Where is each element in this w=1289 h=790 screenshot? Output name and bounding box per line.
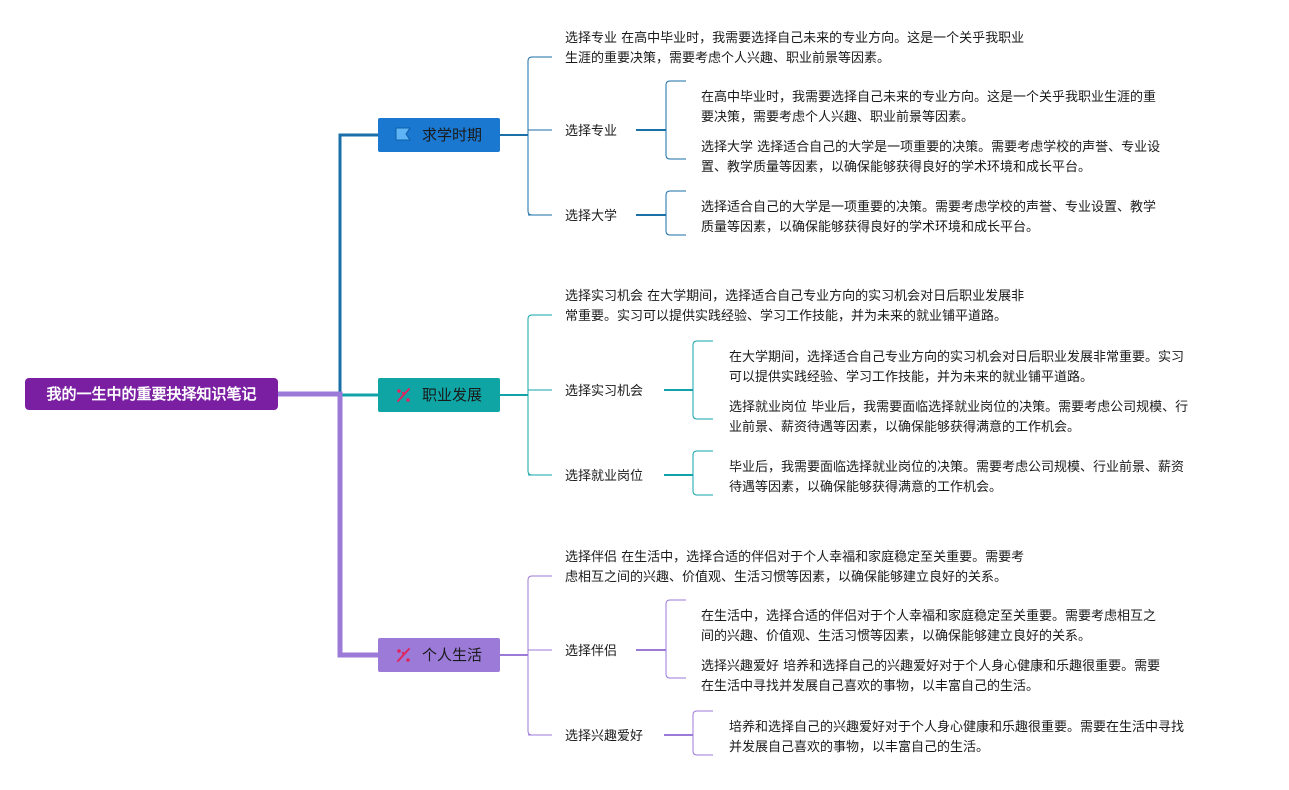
branch-node-1[interactable]: 职业发展 bbox=[378, 378, 500, 412]
child-node-label[interactable]: 选择伴侣 bbox=[565, 644, 617, 659]
summary-text: 常重要。实习可以提供实践经验、学习工作技能，并为未来的就业铺平道路。 bbox=[565, 308, 1007, 324]
note-text: 业前景、薪资待遇等因素，以确保能够获得满意的工作机会。 bbox=[729, 419, 1080, 435]
note-text: 在高中毕业时，我需要选择自己未来的专业方向。这是一个关乎我职业生涯的重 bbox=[701, 89, 1156, 105]
branch-bracket bbox=[527, 314, 552, 476]
note-bracket bbox=[692, 340, 713, 420]
note-text: 在生活中寻找并发展自己喜欢的事物，以丰富自己的生活。 bbox=[701, 678, 1039, 694]
branch-label: 求学时期 bbox=[422, 126, 482, 144]
summary-text: 选择专业 在高中毕业时，我需要选择自己未来的专业方向。这是一个关乎我职业 bbox=[565, 30, 1024, 46]
note-text: 毕业后，我需要面临选择就业岗位的决策。需要考虑公司规模、行业前景、薪资 bbox=[729, 459, 1184, 475]
note-text: 待遇等因素，以确保能够获得满意的工作机会。 bbox=[729, 479, 1002, 495]
note-text: 选择适合自己的大学是一项重要的决策。需要考虑学校的声誉、专业设置、教学 bbox=[701, 199, 1156, 215]
note-text: 在生活中，选择合适的伴侣对于个人幸福和家庭稳定至关重要。需要考虑相互之 bbox=[701, 608, 1156, 624]
note-text: 选择大学 选择适合自己的大学是一项重要的决策。需要考虑学校的声誉、专业设 bbox=[701, 139, 1160, 155]
branch-label: 职业发展 bbox=[422, 386, 482, 404]
note-text: 置、教学质量等因素，以确保能够获得良好的学术环境和成长平台。 bbox=[701, 159, 1091, 175]
note-bracket bbox=[692, 450, 713, 496]
summary-text: 选择实习机会 在大学期间，选择适合自己专业方向的实习机会对日后职业发展非 bbox=[565, 288, 1024, 304]
child-node-label[interactable]: 选择专业 bbox=[565, 124, 617, 139]
note-text: 培养和选择自己的兴趣爱好对于个人身心健康和乐趣很重要。需要在生活中寻找 bbox=[729, 719, 1184, 735]
flag-icon bbox=[395, 127, 411, 141]
child-node-label[interactable]: 选择实习机会 bbox=[565, 384, 643, 399]
note-text: 质量等因素，以确保能够获得良好的学术环境和成长平台。 bbox=[701, 219, 1039, 235]
note-text: 间的兴趣、价值观、生活习惯等因素，以确保能够建立良好的关系。 bbox=[701, 628, 1091, 644]
spark-icon bbox=[397, 388, 410, 402]
note-text: 可以提供实践经验、学习工作技能，并为未来的就业铺平道路。 bbox=[729, 369, 1093, 385]
note-bracket bbox=[665, 190, 686, 236]
branch-bracket bbox=[527, 575, 552, 736]
summary-text: 选择伴侣 在生活中，选择合适的伴侣对于个人幸福和家庭稳定至关重要。需要考 bbox=[565, 549, 1024, 565]
branch-label: 个人生活 bbox=[422, 646, 482, 664]
note-bracket bbox=[665, 80, 686, 160]
child-node-label[interactable]: 选择就业岗位 bbox=[565, 469, 643, 484]
note-bracket bbox=[665, 599, 686, 679]
note-text: 选择兴趣爱好 培养和选择自己的兴趣爱好对于个人身心健康和乐趣很重要。需要 bbox=[701, 658, 1160, 674]
note-text: 在大学期间，选择适合自己专业方向的实习机会对日后职业发展非常重要。实习 bbox=[729, 349, 1184, 365]
child-node-label[interactable]: 选择大学 bbox=[565, 208, 617, 224]
summary-text: 虑相互之间的兴趣、价值观、生活习惯等因素，以确保能够建立良好的关系。 bbox=[565, 569, 1007, 585]
root-node-label: 我的一生中的重要抉择知识笔记 bbox=[46, 385, 256, 403]
root-node[interactable]: 我的一生中的重要抉择知识笔记 bbox=[25, 378, 278, 410]
trunk-connector-2 bbox=[278, 391, 378, 658]
trunk-connector-0 bbox=[278, 133, 378, 396]
child-node-label[interactable]: 选择兴趣爱好 bbox=[565, 729, 643, 744]
note-text: 选择就业岗位 毕业后，我需要面临选择就业岗位的决策。需要考虑公司规模、行 bbox=[729, 399, 1188, 415]
note-text: 要决策，需要考虑个人兴趣、职业前景等因素。 bbox=[701, 109, 974, 125]
note-text: 并发展自己喜欢的事物，以丰富自己的生活。 bbox=[729, 739, 989, 755]
branch-node-0[interactable]: 求学时期 bbox=[378, 118, 500, 152]
spark-icon bbox=[397, 648, 410, 662]
branch-node-2[interactable]: 个人生活 bbox=[378, 638, 500, 672]
summary-text: 生涯的重要决策，需要考虑个人兴趣、职业前景等因素。 bbox=[565, 50, 890, 66]
branch-bracket bbox=[527, 56, 552, 216]
note-bracket bbox=[692, 710, 713, 756]
